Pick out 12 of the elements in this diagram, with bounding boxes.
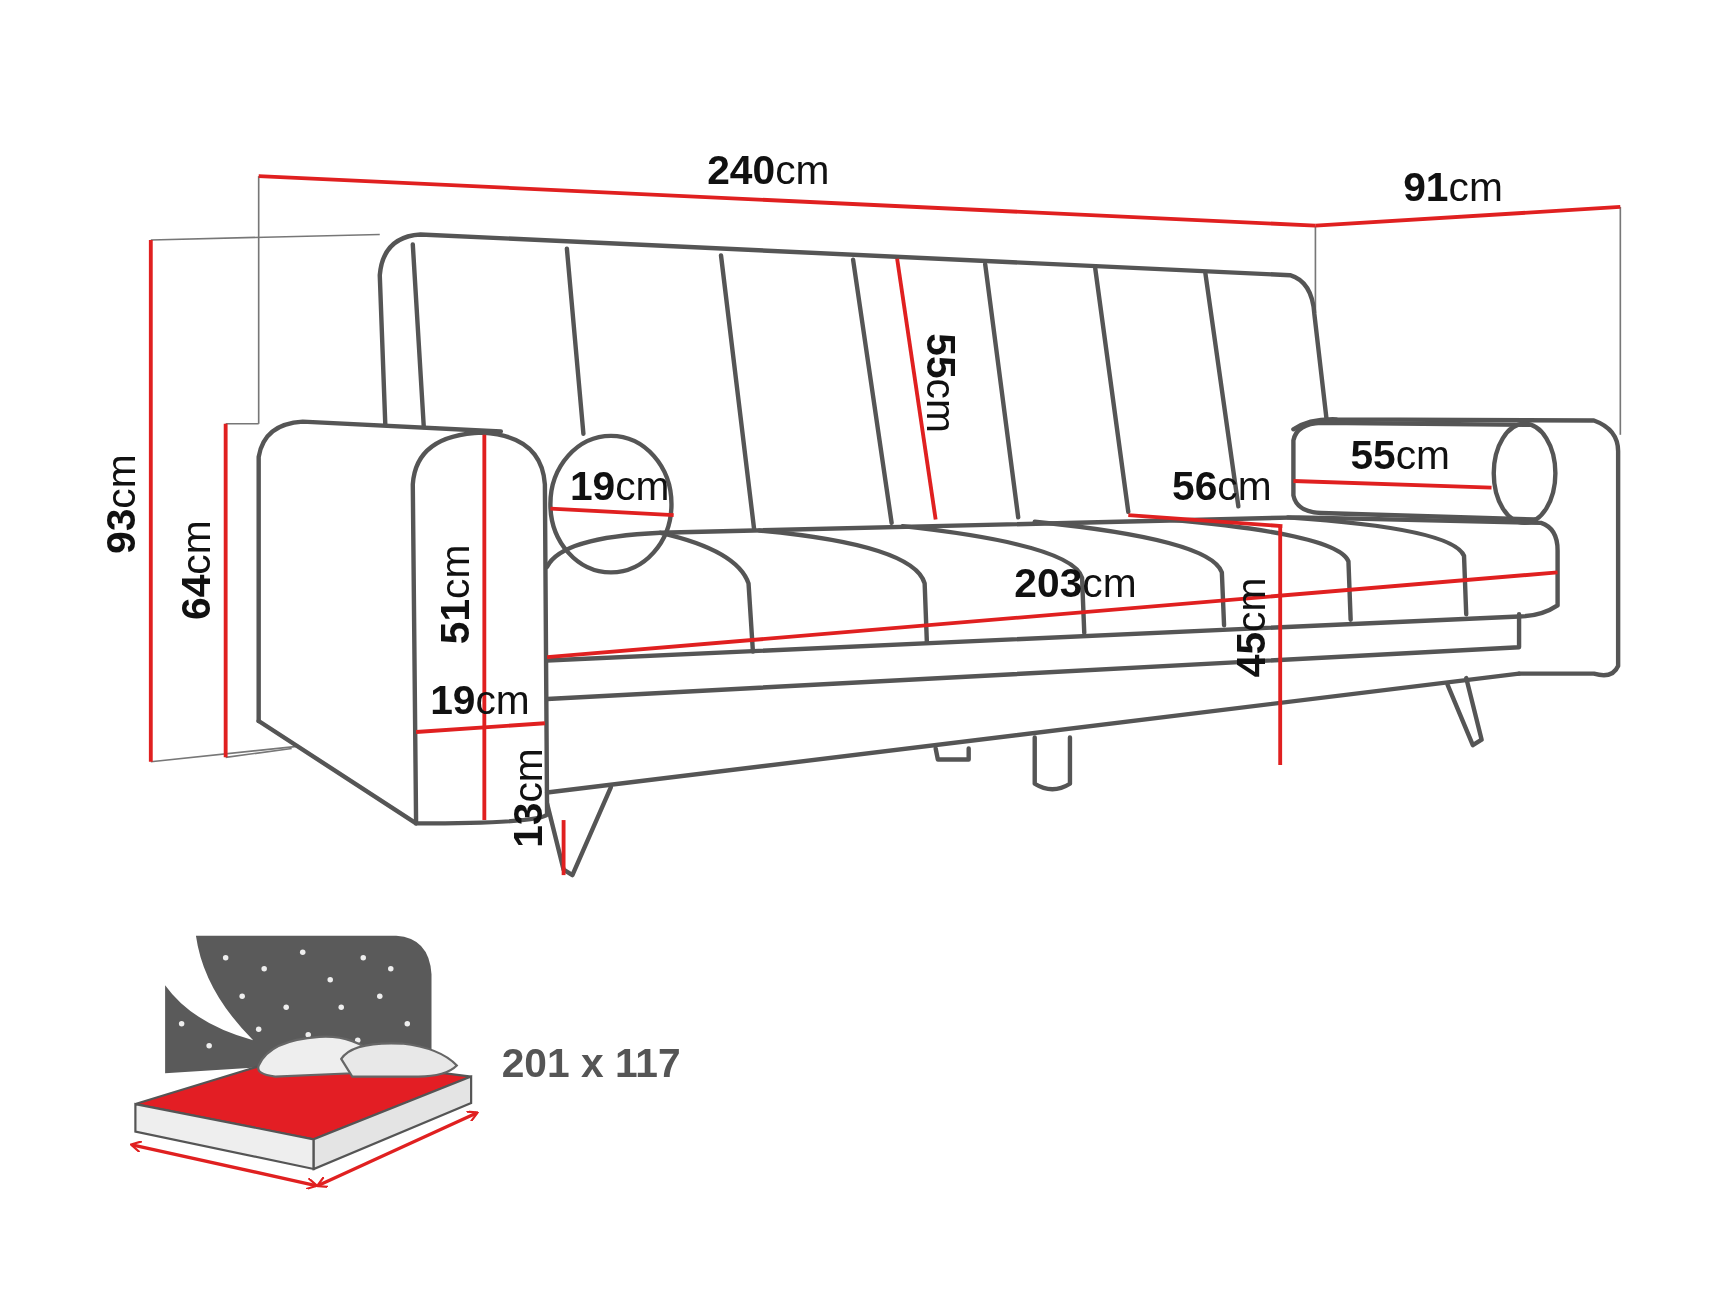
dimension-label: 55cm	[1350, 435, 1450, 477]
bed-size-label: 201 x 117	[501, 1043, 681, 1084]
dimension-label: 45cm	[1231, 577, 1272, 678]
dimension-label: 91cm	[1403, 166, 1503, 208]
dimension-label: 13cm	[508, 748, 549, 848]
dimension-label: 240cm	[707, 150, 830, 191]
dimension-label: 64cm	[175, 520, 217, 620]
dimension-label: 51cm	[435, 544, 477, 645]
dimension-label: 203cm	[1014, 563, 1137, 604]
dimension-label: 55cm	[920, 333, 962, 433]
dimension-label: 19cm	[569, 466, 670, 507]
dimension-label: 93cm	[100, 454, 142, 554]
